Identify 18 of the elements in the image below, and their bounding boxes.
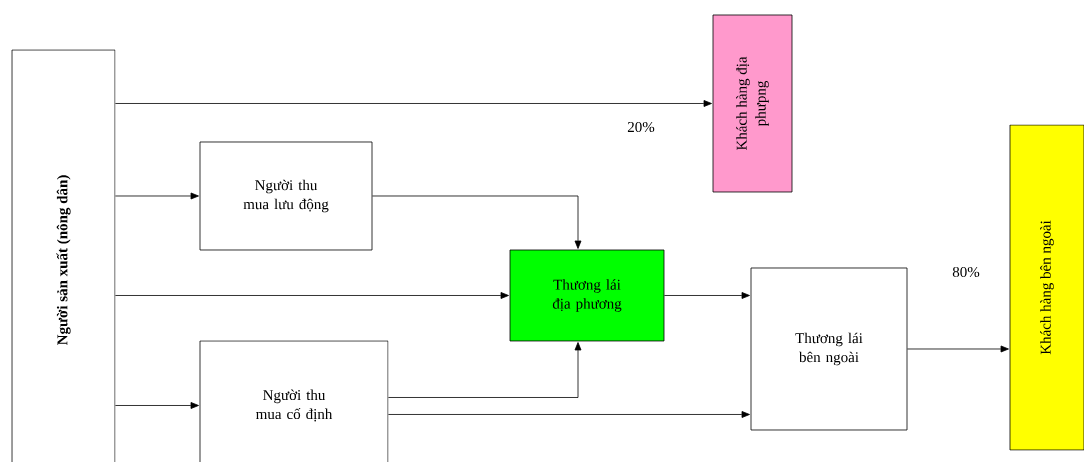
producer-box: Người sản xuất (nông dân) bbox=[11, 49, 116, 462]
arrow bbox=[372, 195, 582, 249]
arrow bbox=[115, 100, 712, 107]
customer-box: Khách hàng địa phưpng bbox=[712, 14, 793, 193]
trader-box: Người thu mua lưu động bbox=[199, 141, 373, 251]
arrow bbox=[664, 292, 750, 299]
percent-label: 80% bbox=[952, 266, 980, 278]
arrow bbox=[388, 411, 750, 418]
arrow bbox=[388, 342, 582, 398]
arrow bbox=[115, 402, 199, 409]
trader-box: Thương lái địa phương bbox=[509, 249, 665, 342]
arrow bbox=[115, 292, 509, 299]
arrow bbox=[115, 192, 199, 200]
percent-label: 20% bbox=[627, 121, 655, 133]
trader-box: Thương lái bên ngoài bbox=[750, 267, 908, 431]
arrow bbox=[907, 345, 1009, 353]
trader-box: Người thu mua cố định bbox=[199, 340, 389, 462]
customer-box: Khách hàng bên ngoài bbox=[1009, 124, 1084, 451]
